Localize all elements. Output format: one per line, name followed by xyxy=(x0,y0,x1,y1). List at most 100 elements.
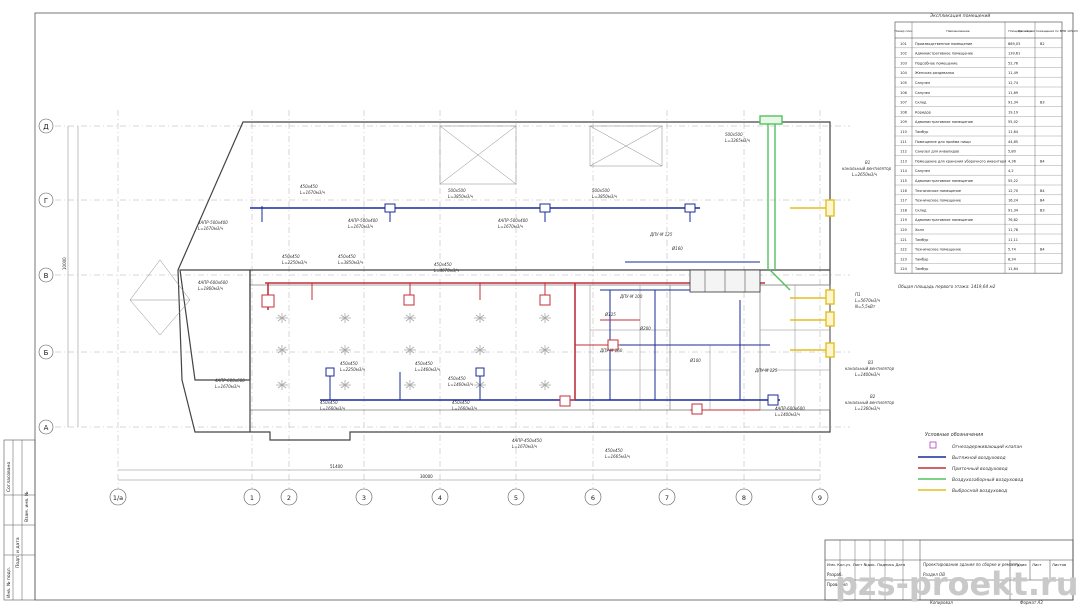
lbl-grille-2: 4АПР-500х400 xyxy=(348,218,378,223)
lbl-grille-4: 4АПР-500х400 xyxy=(498,218,528,223)
legend-swatch xyxy=(929,441,937,449)
axis-letter-bubble xyxy=(38,344,54,360)
side-stamp-c: Подп. и дата xyxy=(15,537,21,568)
lbl-supply-3: 450х450 xyxy=(434,262,452,267)
axis-number-bubble xyxy=(243,488,261,506)
lbl-unit-p1-b: N=5,5кВт xyxy=(855,304,876,309)
axis-number-bubble xyxy=(431,488,449,506)
room-table-cell: 19,19 xyxy=(1008,110,1018,114)
axis-number: 3 xyxy=(362,494,366,502)
lbl-unit-v2-a: канальный вентилятор xyxy=(845,400,895,405)
room-table-cell: Санузел для инвалидов xyxy=(915,150,959,154)
room-table-header: Номер пом. xyxy=(894,29,912,33)
room-table-cell: 11,64 xyxy=(1008,267,1019,271)
room-table-cell: Административное помещение xyxy=(915,179,973,183)
room-table-cell: 11,78 xyxy=(1008,228,1018,232)
top-note: Экспликация помещений xyxy=(929,13,990,19)
axis-number-bubble xyxy=(584,488,602,506)
supply-unit-p1 xyxy=(689,269,761,293)
dim-left: 10000 xyxy=(62,257,67,270)
room-table-cell: 55,22 xyxy=(1008,179,1018,183)
lbl-duct-top-1: 450х450 xyxy=(300,184,318,189)
room-table-cell: Санузел xyxy=(915,81,930,85)
room-table-cell: 11,69 xyxy=(1008,91,1018,95)
room-table-cell: Техническое помещение xyxy=(914,189,961,193)
room-table-cell: 76,82 xyxy=(1008,218,1018,222)
room-table-cell: 121 xyxy=(900,238,907,242)
room-table-cell: 12,74 xyxy=(1008,81,1019,85)
room-table-cell: 104 xyxy=(900,71,907,75)
tb-role-2: Проверил xyxy=(827,582,848,587)
lbl-supply-1: 450х450 xyxy=(282,254,300,259)
lbl-duct-top-3-flow: L=3850м3/ч xyxy=(592,194,618,199)
room-table-cell: 103 xyxy=(900,61,907,65)
axis-number: 9 xyxy=(818,494,822,502)
lbl-bottom-duct: 450х450 xyxy=(605,448,623,453)
lbl-unit-p1-a: L=5670м3/ч xyxy=(855,298,881,303)
room-table-cell: Тамбур xyxy=(914,257,929,261)
lbl-grille-bot-2: 4АПР-450х450 xyxy=(512,438,542,443)
ceiling-mark xyxy=(339,313,351,323)
lbl-round-4: Ø200 xyxy=(639,326,651,331)
room-table-cell: 122 xyxy=(900,248,907,252)
lbl-grille-bot-3-flow: L=1400м3/ч xyxy=(775,412,801,417)
room-table-cell: В4 xyxy=(1040,189,1045,193)
room-table-cell: 11,11 xyxy=(1008,238,1018,242)
room-table-cell: Производственное помещение xyxy=(915,42,972,46)
axis-number: 1/а xyxy=(113,494,123,502)
legend-label: Воздухозаборный воздуховод xyxy=(952,477,1023,483)
ceiling-mark xyxy=(276,313,288,323)
room-table-cell: 115 xyxy=(900,179,907,183)
room-table-cell: Административное помещение xyxy=(915,218,973,222)
room-table-cell: 44,85 xyxy=(1008,140,1018,144)
total-area-note: Общая площадь первого этажа: 1419,64 м2 xyxy=(898,284,996,289)
room-table-cell: 4,36 xyxy=(1008,159,1016,163)
lbl-dpu-3: ДПУ-М 160 xyxy=(599,348,623,353)
lbl-unit-v1: В1 xyxy=(865,160,870,165)
lbl-unit-v2: В2 xyxy=(870,394,876,399)
room-table-cell: Склад xyxy=(915,208,927,212)
axis-number-bubble xyxy=(280,488,298,506)
room-table-cell: Санузел xyxy=(915,91,930,95)
axis-letter: Б xyxy=(44,349,49,357)
room-table-cell: Тамбур xyxy=(914,267,929,271)
room-table-cell: Подсобное помещение xyxy=(915,61,958,65)
room-table-cell: 114 xyxy=(900,169,907,173)
room-table-cell: 110 xyxy=(900,130,907,134)
room-table-cell: Техническое помещение xyxy=(914,199,961,203)
room-table-cell: 139,61 xyxy=(1008,52,1020,56)
tb-sheet-label: Лист xyxy=(1032,562,1042,567)
supply-ducts xyxy=(261,282,765,415)
lbl-duct-top-2-flow: L=3850м3/ч xyxy=(448,194,474,199)
lbl-grille-bot-1-flow: L=1670м3/ч xyxy=(215,384,241,389)
axis-number: 1 xyxy=(250,494,254,502)
lbl-dpu-2: ДПУ-М 100 xyxy=(619,294,643,299)
room-table-cell: В4 xyxy=(1040,248,1045,252)
tb-project: Проектирование здания по сборке и ремонт… xyxy=(923,562,1020,567)
axis-number-bubble xyxy=(507,488,525,506)
room-table-header: Площадь, кв.м xyxy=(1008,29,1031,33)
room-table-cell: Склад xyxy=(915,101,927,105)
tb-role-1: Разраб. xyxy=(827,572,843,577)
lbl-unit-v3-b: L=1400м3/ч xyxy=(855,372,881,377)
dimension-lines xyxy=(67,126,820,481)
axis-letter-bubble xyxy=(38,192,54,208)
ceiling-mark xyxy=(404,313,416,323)
ceiling-mark xyxy=(539,313,551,323)
room-table-cell: 91,34 xyxy=(1008,101,1019,105)
room-table-cell: 111 xyxy=(900,140,907,144)
lbl-lower-1: 450х450 xyxy=(340,361,358,366)
room-table-cell: 120 xyxy=(900,228,907,232)
axis-number-bubble xyxy=(811,488,829,506)
room-table-cell: 52,76 xyxy=(1008,61,1018,65)
discharge-ducts xyxy=(790,199,835,358)
ceiling-diffuser-marks xyxy=(276,313,551,390)
lbl-bottom-duct-flow: L=1665м3/ч xyxy=(605,454,631,459)
room-table-cell: 8,34 xyxy=(1008,257,1017,261)
lbl-supply-2-flow: L=3850м3/ч xyxy=(338,260,364,265)
lbl-grille-3: 4АПР-600х600 xyxy=(198,280,228,285)
ceiling-mark xyxy=(276,345,288,355)
room-table-cell: 5,74 xyxy=(1008,248,1017,252)
ceiling-mark xyxy=(539,345,551,355)
